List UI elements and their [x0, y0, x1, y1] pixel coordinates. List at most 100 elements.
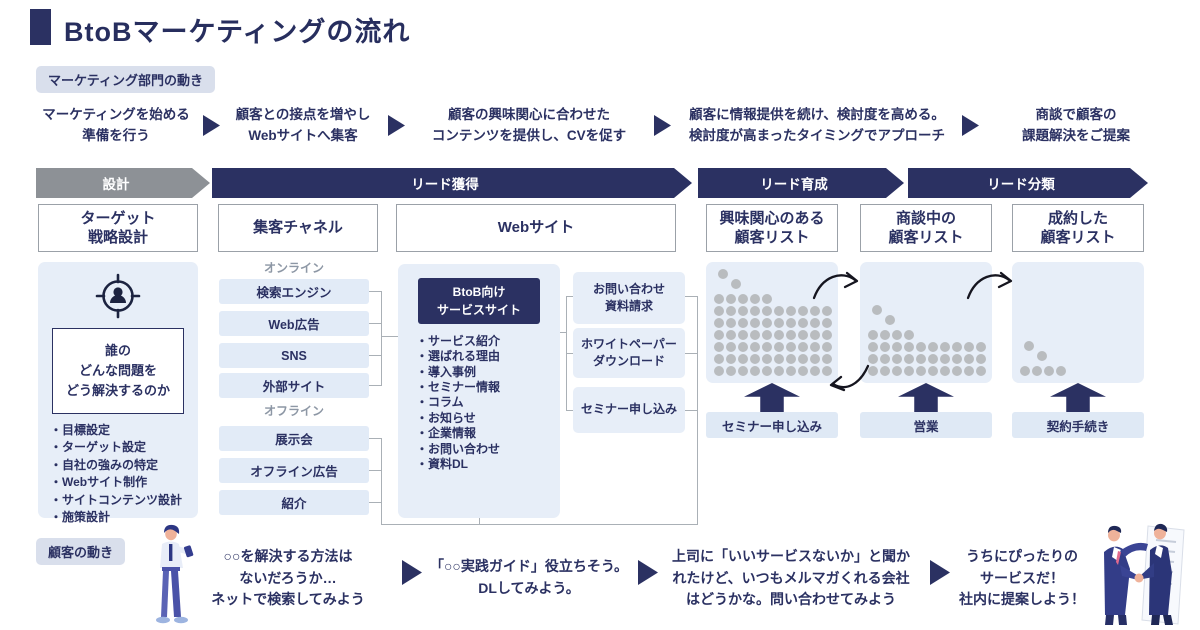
customer-dot	[714, 306, 724, 316]
customer-dot	[904, 354, 914, 364]
cv-whitepaper-download: ホワイトペーパー ダウンロード	[573, 328, 685, 378]
customer-step-3: 上司に「いいサービスないか」と聞か れたけど、いつもメルマガくれる会社 はどうか…	[672, 548, 910, 608]
title-accent-bar	[30, 9, 51, 45]
customer-dot	[762, 366, 772, 376]
phase-arrow-lead-classify: リード分類	[908, 168, 1148, 198]
handshake-illustration	[1104, 523, 1185, 625]
customer-dot	[976, 354, 986, 364]
arrow-up-icon	[1050, 383, 1106, 413]
customer-dot	[1020, 366, 1030, 376]
customer-dot	[1032, 366, 1042, 376]
arrow-right-icon	[638, 560, 658, 585]
channel-exhibition: 展示会	[219, 426, 369, 451]
customer-dot	[762, 354, 772, 364]
customer-dot	[774, 366, 784, 376]
customer-dot	[750, 366, 760, 376]
connector-line	[369, 502, 381, 503]
customer-dot	[726, 306, 736, 316]
customer-dot	[786, 366, 796, 376]
customer-dot	[885, 315, 895, 325]
customer-dot	[928, 342, 938, 352]
customer-dot	[822, 366, 832, 376]
customer-dot	[798, 342, 808, 352]
arrow-up-icon	[898, 383, 954, 413]
customer-dot	[940, 366, 950, 376]
customer-dot	[798, 354, 808, 364]
customer-dot	[750, 330, 760, 340]
online-label: オンライン	[263, 261, 324, 275]
customer-dot	[750, 306, 760, 316]
customer-dot	[798, 330, 808, 340]
header-website: Webサイト	[396, 204, 676, 252]
connector-line	[479, 518, 480, 524]
customer-step-4: うちにぴったりの サービスだ！ 社内に提案しよう！	[959, 548, 1085, 608]
customer-dot	[786, 330, 796, 340]
target-bullet-list: ・目標設定 ・ターゲット設定 ・自社の強みの特定 ・Webサイト制作 ・サイトコ…	[50, 423, 183, 524]
phase-arrow-lead-gen: リード獲得	[212, 168, 692, 198]
customer-dot	[738, 306, 748, 316]
connector-line	[697, 296, 698, 525]
negotiating-list-panel	[860, 262, 992, 383]
customer-dot	[738, 342, 748, 352]
connector-line	[685, 353, 697, 354]
channel-sns: SNS	[219, 343, 369, 368]
customer-dot	[714, 354, 724, 364]
customer-dot	[738, 318, 748, 328]
action-seminar-signup: セミナー申し込み	[706, 412, 838, 438]
connector-line	[369, 355, 381, 356]
customer-dot	[810, 342, 820, 352]
customer-dot	[714, 294, 724, 304]
customer-dot	[928, 366, 938, 376]
connector-line	[369, 438, 381, 439]
customer-dot	[762, 318, 772, 328]
phase-arrow-design: 設計	[36, 168, 210, 198]
connector-line	[566, 296, 573, 297]
customer-dot	[822, 330, 832, 340]
customer-dot	[714, 342, 724, 352]
channel-referral: 紹介	[219, 490, 369, 515]
connector-line	[381, 438, 382, 525]
customer-dot	[952, 342, 962, 352]
customer-dot	[868, 366, 878, 376]
customer-dot	[762, 294, 772, 304]
target-question-box: 誰の どんな問題を どう解決するのか	[52, 328, 184, 414]
service-site-box: BtoB向け サービスサイト	[418, 278, 540, 324]
customer-dots	[1020, 341, 1066, 377]
customer-dot	[916, 366, 926, 376]
customer-dot	[750, 354, 760, 364]
customer-dot	[822, 318, 832, 328]
customer-dot	[774, 306, 784, 316]
customer-dot	[786, 354, 796, 364]
customer-dot	[868, 342, 878, 352]
customer-dot	[714, 330, 724, 340]
customer-dot	[916, 342, 926, 352]
action-sales: 営業	[860, 412, 992, 438]
customer-dot	[762, 306, 772, 316]
curved-arrow-forward-icon	[812, 271, 859, 300]
arrow-right-icon	[654, 115, 671, 136]
connector-line	[369, 470, 381, 471]
customer-dot	[940, 342, 950, 352]
customer-dot	[892, 330, 902, 340]
connector-line	[381, 336, 398, 337]
customer-dot	[750, 294, 760, 304]
customer-dot	[892, 366, 902, 376]
customer-dot	[798, 318, 808, 328]
customer-dot	[904, 330, 914, 340]
customer-dot	[952, 366, 962, 376]
header-target-strategy: ターゲット 戦略設計	[38, 204, 198, 252]
customer-dot	[928, 354, 938, 364]
cv-seminar-signup: セミナー申し込み	[573, 387, 685, 433]
header-channels: 集客チャネル	[218, 204, 378, 252]
customer-dot	[714, 318, 724, 328]
curved-arrow-back-icon	[829, 364, 870, 392]
customer-dot	[822, 354, 832, 364]
arrow-up-icon	[744, 383, 800, 413]
customer-dot	[1044, 366, 1054, 376]
website-bullet-list: ・サービス紹介 ・選ばれる理由 ・導入事例 ・セミナー情報 ・コラム ・お知らせ…	[416, 334, 501, 471]
customer-dot	[810, 330, 820, 340]
customer-step-1: ○○を解決する方法は ないだろうか… ネットで検索してみよう	[211, 548, 365, 608]
customer-dot	[798, 306, 808, 316]
customer-dot	[738, 330, 748, 340]
customer-dot	[822, 342, 832, 352]
